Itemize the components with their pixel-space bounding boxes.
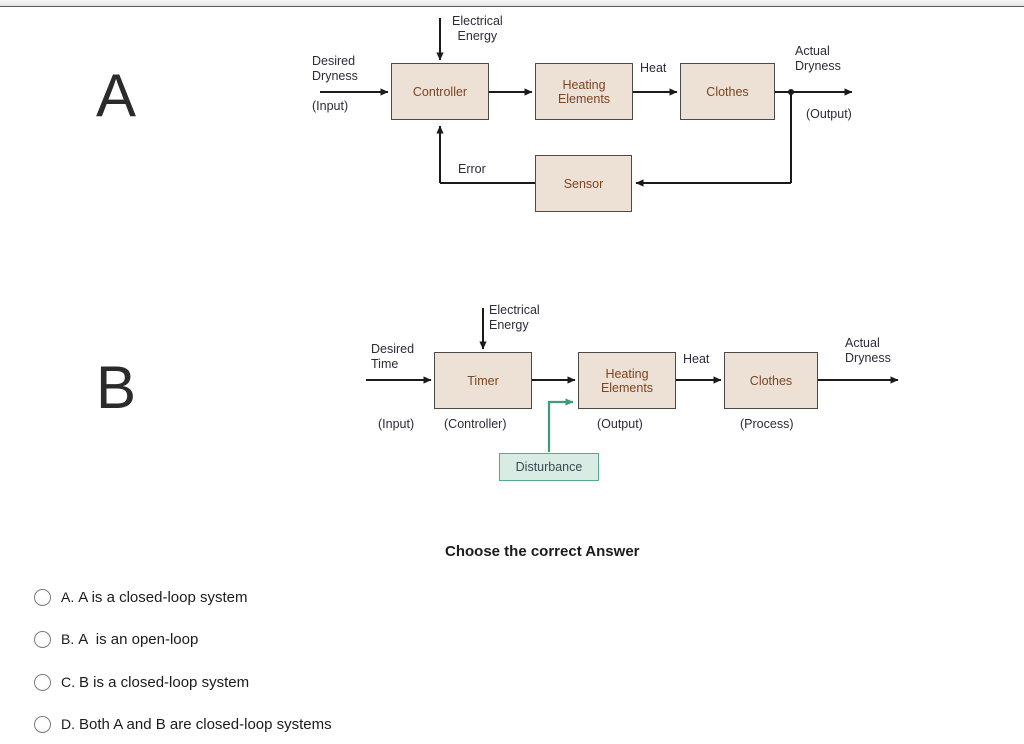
- label-error: Error: [458, 162, 486, 176]
- block-timer: Timer: [434, 352, 532, 409]
- block-clothes-b: Clothes: [724, 352, 818, 409]
- block-heating-elements-b: Heating Elements: [578, 352, 676, 409]
- option-letter-c: C.: [61, 674, 75, 690]
- label-process-paren: (Process): [740, 417, 794, 431]
- option-text-a: A is a closed-loop system: [78, 588, 248, 606]
- block-sensor: Sensor: [535, 155, 632, 212]
- option-letter-d: D.: [61, 716, 75, 732]
- question-heading: Choose the correct Answer: [445, 543, 640, 560]
- label-controller-paren: (Controller): [444, 417, 507, 431]
- label-input-paren-b: (Input): [378, 417, 415, 431]
- label-desired-dryness: Desired Dryness: [312, 54, 358, 83]
- option-letter-b: B.: [61, 631, 75, 647]
- diagram-a-letter: A: [96, 62, 137, 129]
- block-disturbance: Disturbance: [499, 453, 599, 481]
- answer-option-d[interactable]: D. Both A and B are closed-loop systems: [34, 712, 332, 736]
- label-heat-b: Heat: [683, 352, 710, 366]
- label-actual-dryness-a: Actual Dryness: [795, 44, 841, 73]
- radio-button-c[interactable]: [34, 673, 51, 691]
- answer-option-c[interactable]: C. B is a closed-loop system: [34, 670, 249, 694]
- block-clothes-a: Clothes: [680, 63, 775, 120]
- diagram-b-letter: B: [96, 354, 137, 421]
- label-output-paren-a: (Output): [806, 107, 852, 121]
- answer-option-b[interactable]: B. A is an open-loop: [34, 627, 198, 651]
- label-actual-dryness-b: Actual Dryness: [845, 336, 891, 365]
- radio-button-d[interactable]: [34, 715, 51, 733]
- label-heat-a: Heat: [640, 61, 667, 75]
- option-text-c: B is a closed-loop system: [79, 673, 250, 691]
- label-desired-time: Desired Time: [371, 342, 415, 371]
- block-controller: Controller: [391, 63, 489, 120]
- label-electrical-energy-b: Electrical Energy: [489, 303, 540, 332]
- radio-button-b[interactable]: [34, 630, 51, 648]
- answer-option-a[interactable]: A. A is a closed-loop system: [34, 585, 247, 609]
- option-text-b: A is an open-loop: [78, 630, 199, 648]
- label-electrical-energy-a-text: Electrical Energy: [452, 14, 503, 43]
- label-input-paren-a: (Input): [312, 99, 349, 113]
- option-letter-a: A.: [61, 589, 75, 605]
- option-text-d: Both A and B are closed-loop systems: [79, 715, 332, 733]
- block-heating-elements-a: Heating Elements: [535, 63, 633, 120]
- label-output-paren-b: (Output): [597, 417, 643, 431]
- browser-top-strip: [0, 0, 1024, 7]
- radio-button-a[interactable]: [34, 588, 51, 606]
